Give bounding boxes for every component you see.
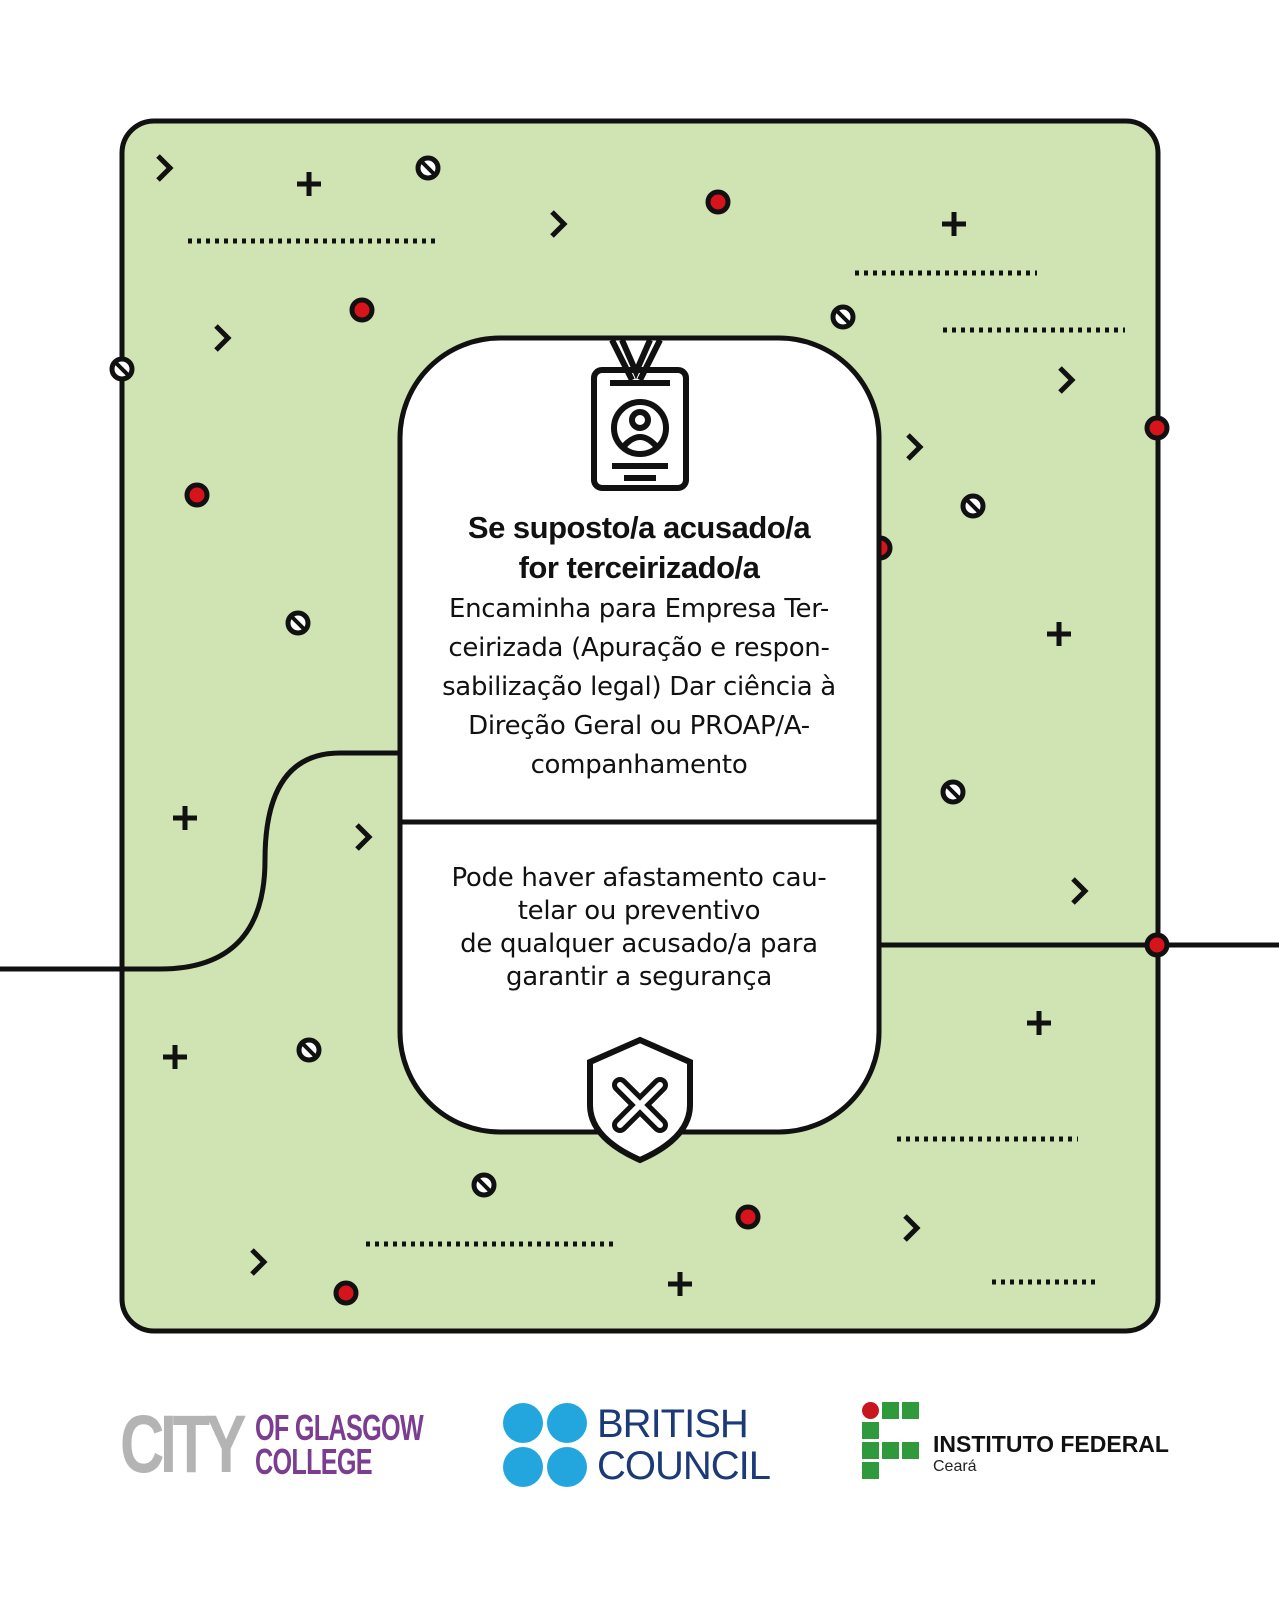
- british-council-dots-icon: [503, 1403, 587, 1487]
- logo-city-text: CITY: [120, 1399, 247, 1490]
- chevron-right-icon: [903, 1214, 921, 1242]
- red-dot-icon: [333, 1280, 359, 1306]
- card-title: Se suposto/a acusado/a for terceirizado/…: [410, 508, 868, 588]
- plus-icon: [1027, 1011, 1051, 1035]
- logo-line: COUNCIL: [597, 1444, 771, 1488]
- body-line: sabilização legal) Dar ciência à: [442, 672, 836, 702]
- logo-line: BRITISH: [597, 1402, 749, 1446]
- chevron-right-icon: [214, 324, 232, 352]
- note-line: de qualquer acusado/a para: [460, 929, 818, 959]
- chevron-right-icon: [1058, 366, 1076, 394]
- chevron-right-icon: [1071, 877, 1089, 905]
- british-council-logo: BRITISH COUNCIL: [503, 1402, 771, 1488]
- plus-icon: [297, 172, 321, 196]
- logo-line: Ceará: [933, 1457, 977, 1475]
- plus-icon: [1047, 622, 1071, 646]
- red-dot-icon: [735, 1204, 761, 1230]
- chevron-right-icon: [355, 823, 373, 851]
- title-line: for terceirizado/a: [518, 550, 760, 585]
- title-line: Se suposto/a acusado/a: [467, 510, 811, 545]
- red-dot-icon: [349, 297, 375, 323]
- id-badge-icon: [591, 338, 689, 491]
- body-line: ceirizada (Apuração e respon-: [448, 633, 830, 663]
- chevron-right-icon: [250, 1248, 268, 1276]
- instituto-federal-logo: INSTITUTO FEDERAL Ceará: [862, 1400, 1169, 1480]
- chevron-right-icon: [550, 210, 568, 238]
- no-sign-slash: [290, 615, 306, 631]
- logo-glasgow-text: OF GLASGOW COLLEGE: [255, 1407, 424, 1482]
- card-note: Pode haver afastamento cau- telar ou pre…: [410, 862, 868, 994]
- logo-line: OF GLASGOW: [255, 1407, 424, 1448]
- red-dot-icon: [1144, 932, 1170, 958]
- logo-british-council-text: BRITISH COUNCIL: [597, 1402, 771, 1488]
- plus-icon: [942, 212, 966, 236]
- body-line: companhamento: [530, 750, 748, 780]
- plus-icon: [173, 806, 197, 830]
- connector-line-left: [0, 750, 400, 972]
- no-sign-slash: [476, 1177, 492, 1193]
- chevron-right-icon: [156, 154, 174, 182]
- plus-icon: [668, 1272, 692, 1296]
- body-line: Encaminha para Empresa Ter-: [448, 594, 830, 624]
- red-dot-icon: [1144, 415, 1170, 441]
- card-body: Encaminha para Empresa Ter- ceirizada (A…: [410, 590, 868, 785]
- body-line: Direção Geral ou PROAP/A-: [468, 711, 810, 741]
- red-dot-icon: [705, 189, 731, 215]
- no-sign-slash: [945, 784, 961, 800]
- note-line: garantir a segurança: [506, 962, 772, 992]
- no-sign-slash: [835, 309, 851, 325]
- if-grid-icon: [862, 1401, 919, 1479]
- no-sign-slash: [420, 160, 436, 176]
- note-line: Pode haver afastamento cau-: [451, 863, 827, 893]
- shield-x-icon: [587, 1036, 693, 1164]
- no-sign-slash: [965, 498, 981, 514]
- chevron-right-icon: [906, 433, 924, 461]
- logo-line: COLLEGE: [255, 1441, 373, 1482]
- no-sign-slash: [301, 1042, 317, 1058]
- no-sign-slash: [114, 361, 130, 377]
- city-of-glasgow-college-logo: CITY OF GLASGOW COLLEGE: [120, 1399, 495, 1490]
- plus-icon: [163, 1045, 187, 1069]
- logo-line: INSTITUTO FEDERAL: [933, 1430, 1169, 1457]
- red-dot-icon: [184, 482, 210, 508]
- note-line: telar ou preventivo: [517, 896, 761, 926]
